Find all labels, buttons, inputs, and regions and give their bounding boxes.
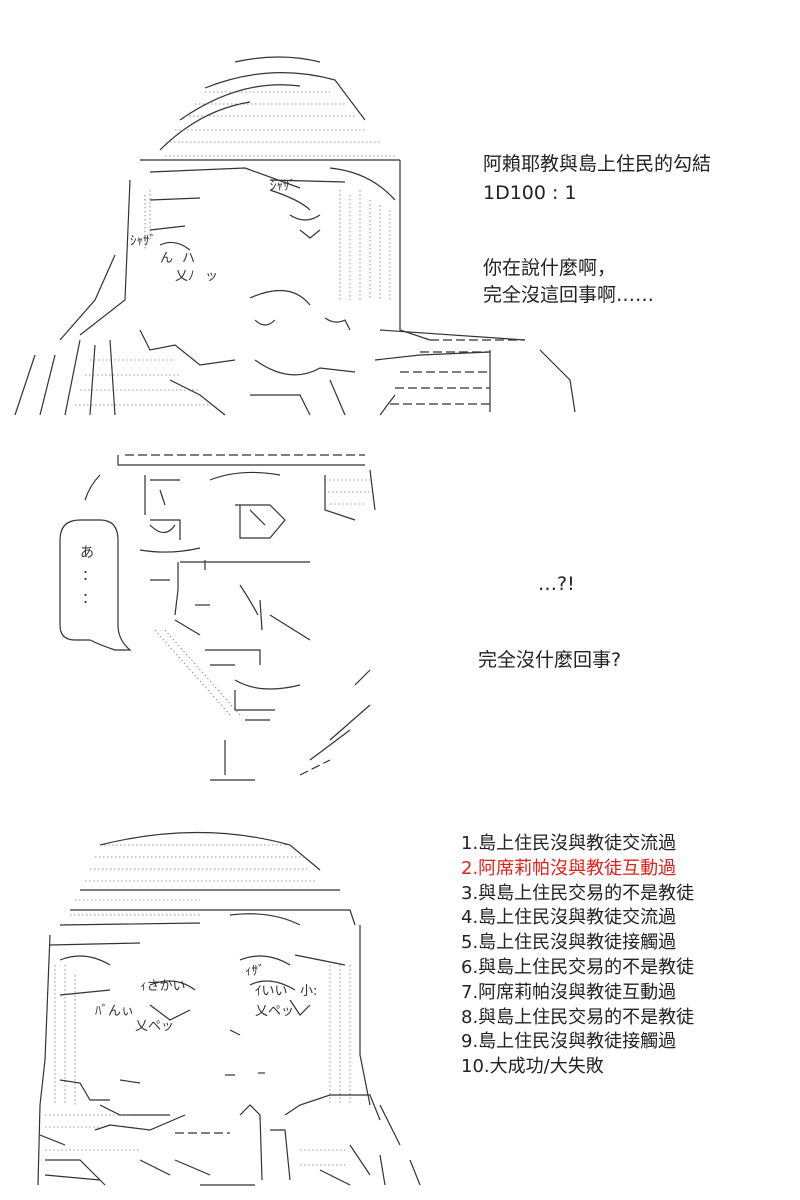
- bubble-char: あ: [80, 545, 94, 561]
- panel-3-ascii-art-character: ｨさかい ｨｻﾞ ｲいい 小: 乂ペッ 乂ペッ ﾊﾞんぃ: [37, 831, 421, 1186]
- art-label: 乂ﾉ: [175, 269, 195, 284]
- list-item: 10.大成功/大失敗: [461, 1056, 604, 1078]
- art-label: 乂ペッ: [135, 1019, 174, 1034]
- bubble-char: ：: [82, 568, 96, 584]
- panel-1: ｼｬｻﾞ ｼｬｻﾞ ん ハ 乂ﾉ ッ 阿賴耶教與島上住民的勾結 1D100 : …: [0, 0, 800, 430]
- art-label: ん: [160, 251, 173, 266]
- art-label: 乂ペッ: [255, 1004, 294, 1019]
- bubble-char: ：: [82, 591, 96, 607]
- dialogue-line: 完全沒什麼回事?: [478, 649, 622, 671]
- list-item: 8.與島上住民交易的不是教徒: [461, 1006, 695, 1028]
- art-label: ハ: [182, 251, 195, 266]
- art-label: 小:: [300, 984, 317, 999]
- list-item: 1.島上住民沒與教徒交流過: [461, 833, 677, 854]
- list-item: 4.島上住民沒與教徒交流過: [461, 907, 677, 929]
- list-item: 6.與島上住民交易的不是教徒: [461, 956, 695, 978]
- art-label: ｼｬｻﾞ: [270, 179, 296, 194]
- dialogue-line: 完全沒這回事啊……: [483, 284, 655, 306]
- art-label: ﾊﾞんぃ: [95, 1004, 134, 1019]
- panel-2-ascii-art-character: あ ： ：: [59, 454, 376, 781]
- dialogue-line: 阿賴耶教與島上住民的勾結: [483, 153, 712, 175]
- list-item-highlighted: 2.阿席莉帕沒與教徒互動過: [461, 857, 677, 879]
- panel-3: ｨさかい ｨｻﾞ ｲいい 小: 乂ペッ 乂ペッ ﾊﾞんぃ 1.島上住民沒與教徒交…: [0, 815, 800, 1200]
- exclamation: …?!: [538, 573, 575, 595]
- art-label: ｲいい: [255, 984, 288, 999]
- list-item: 9.島上住民沒與教徒接觸過: [461, 1031, 677, 1053]
- list-item: 7.阿席莉帕沒與教徒互動過: [461, 981, 677, 1003]
- art-label: ッ: [205, 269, 218, 284]
- list-item: 3.與島上住民交易的不是教徒: [461, 882, 695, 904]
- dialogue-line: 你在說什麼啊，: [483, 257, 617, 279]
- panel-2: あ ： ： …?! 完全沒什麼回事?: [0, 440, 800, 810]
- art-label: ｼｬｻﾞ: [130, 234, 156, 249]
- panel-1-ascii-art-character: ｼｬｻﾞ ｼｬｻﾞ ん ハ 乂ﾉ ッ: [14, 56, 576, 416]
- dice-roll-result: 1D100 : 1: [483, 182, 577, 204]
- art-label: ｨｻﾞ: [245, 964, 265, 979]
- list-item: 5.島上住民沒與教徒接觸過: [461, 932, 677, 954]
- dice-options-list: 1.島上住民沒與教徒交流過 2.阿席莉帕沒與教徒互動過 3.與島上住民交易的不是…: [461, 832, 694, 1080]
- art-label: ｨさかい: [140, 979, 186, 994]
